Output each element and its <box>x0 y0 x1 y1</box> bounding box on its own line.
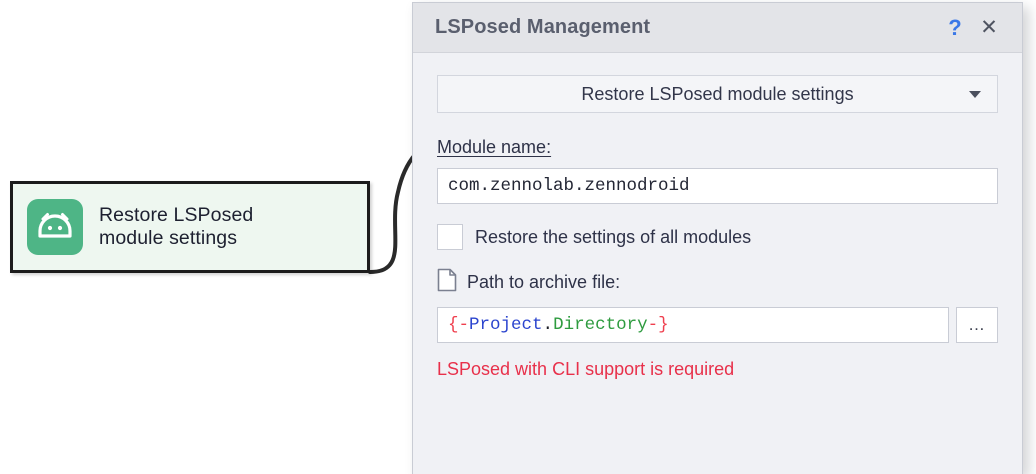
path-row: {-Project.Directory-} … <box>437 307 998 343</box>
module-name-value: com.zennolab.zennodroid <box>448 176 690 196</box>
path-label-row: Path to archive file: <box>437 268 998 297</box>
error-message: LSPosed with CLI support is required <box>437 359 735 379</box>
android-robot-icon <box>27 199 83 255</box>
path-label: Path to archive file: <box>467 272 621 292</box>
module-name-label: Module name: <box>437 137 552 157</box>
chevron-down-icon <box>969 91 981 98</box>
token-close-brace: } <box>658 315 669 335</box>
dialog-title: LSPosed Management <box>435 16 651 38</box>
token-project: Project <box>469 315 543 335</box>
all-modules-checkbox-row[interactable]: Restore the settings of all modules <box>437 224 998 250</box>
workflow-node-restore-lsposed[interactable]: Restore LSPosed module settings <box>10 181 370 273</box>
token-close-dash: - <box>647 315 659 335</box>
module-name-input[interactable]: com.zennolab.zennodroid <box>437 168 998 204</box>
token-open-dash: - <box>458 315 470 335</box>
lsposed-management-dialog: LSPosed Management ? ✕ Restore LSPosed m… <box>412 2 1023 474</box>
all-modules-checkbox[interactable] <box>437 224 463 250</box>
all-modules-checkbox-label: Restore the settings of all modules <box>475 226 752 247</box>
action-select-value: Restore LSPosed module settings <box>581 83 854 104</box>
path-input[interactable]: {-Project.Directory-} <box>437 307 949 343</box>
browse-button[interactable]: … <box>956 307 998 343</box>
node-label: Restore LSPosed module settings <box>99 204 254 249</box>
close-icon[interactable]: ✕ <box>980 16 998 39</box>
dialog-titlebar: LSPosed Management ? ✕ <box>413 3 1022 53</box>
token-dot: . <box>542 315 554 335</box>
dialog-body: Restore LSPosed module settings Module n… <box>413 53 1022 380</box>
file-icon <box>437 268 457 297</box>
token-open-brace: { <box>448 315 459 335</box>
action-select[interactable]: Restore LSPosed module settings <box>437 75 998 113</box>
token-directory: Directory <box>553 315 648 335</box>
help-icon[interactable]: ? <box>948 14 962 40</box>
